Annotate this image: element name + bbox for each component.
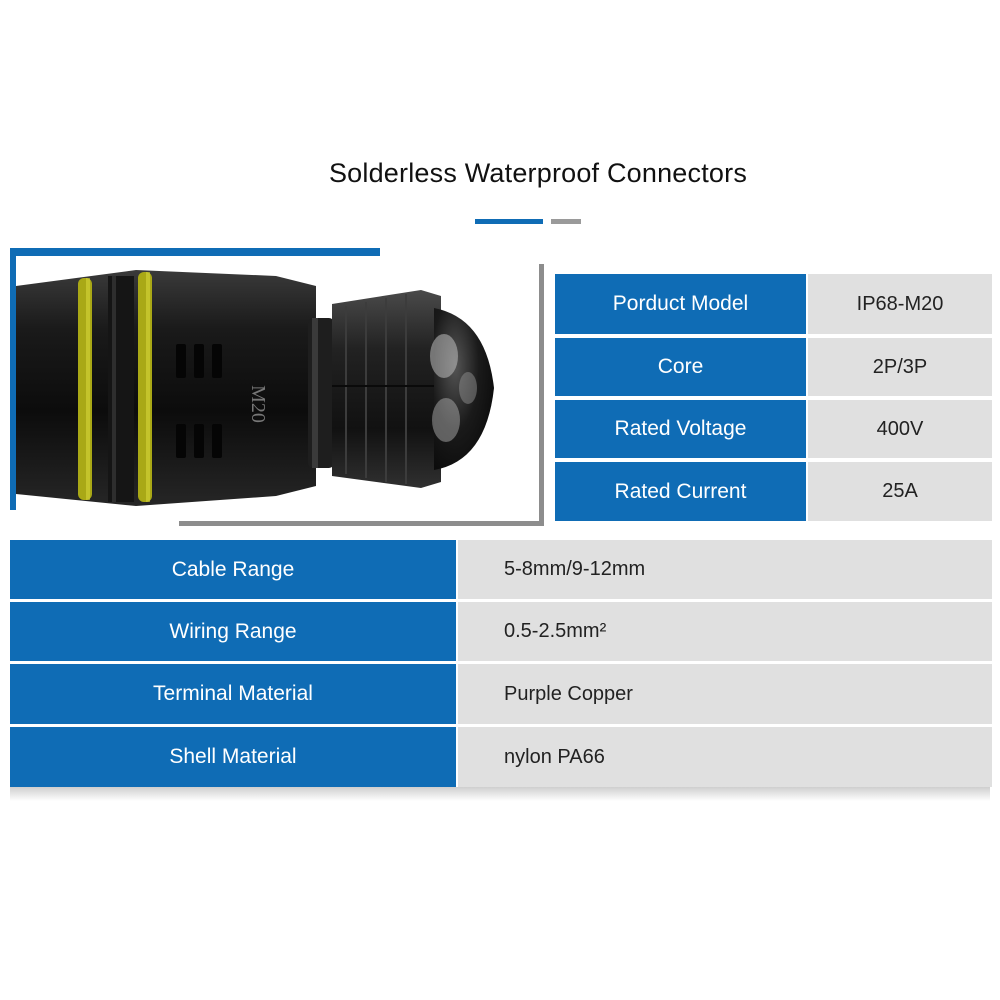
spec-value: 2P/3P [808,338,992,396]
photo-frame-bottom [179,521,544,526]
spec-row-cable-range: Cable Range 5-8mm/9-12mm [10,540,992,599]
spec-value: 25A [808,462,992,521]
spec-value: 400V [808,400,992,458]
spec-row-current: Rated Current 25A [555,462,992,521]
photo-frame-top [10,248,380,256]
spec-label: Rated Voltage [555,400,808,458]
spec-label: Core [555,338,808,396]
spec-value: Purple Copper [458,664,992,724]
photo-frame-right [539,264,544,526]
spec-row-wiring-range: Wiring Range 0.5-2.5mm² [10,602,992,661]
spec-label: Rated Current [555,462,808,521]
spec-value: IP68-M20 [808,274,992,334]
connector-photo: M20 [16,256,539,521]
spec-row-model: Porduct Model IP68-M20 [555,274,992,334]
spec-row-voltage: Rated Voltage 400V [555,400,992,458]
connector-illustration: M20 [16,270,494,506]
title-underline-blue [475,219,543,224]
page-title: Solderless Waterproof Connectors [328,158,748,188]
spec-label: Wiring Range [10,602,458,661]
spec-label: Porduct Model [555,274,808,334]
spec-label: Cable Range [10,540,458,599]
spec-value: 5-8mm/9-12mm [458,540,992,599]
spec-label: Shell Material [10,727,458,787]
table-shadow [10,787,990,801]
spec-value: nylon PA66 [458,727,992,787]
spec-row-shell-material: Shell Material nylon PA66 [10,727,992,787]
spec-value: 0.5-2.5mm² [458,602,992,661]
m20-engraving: M20 [247,385,269,423]
title-underline-gray [551,219,581,224]
spec-label: Terminal Material [10,664,458,724]
spec-row-core: Core 2P/3P [555,338,992,396]
photo-frame-left [10,248,16,510]
spec-row-terminal-material: Terminal Material Purple Copper [10,664,992,724]
